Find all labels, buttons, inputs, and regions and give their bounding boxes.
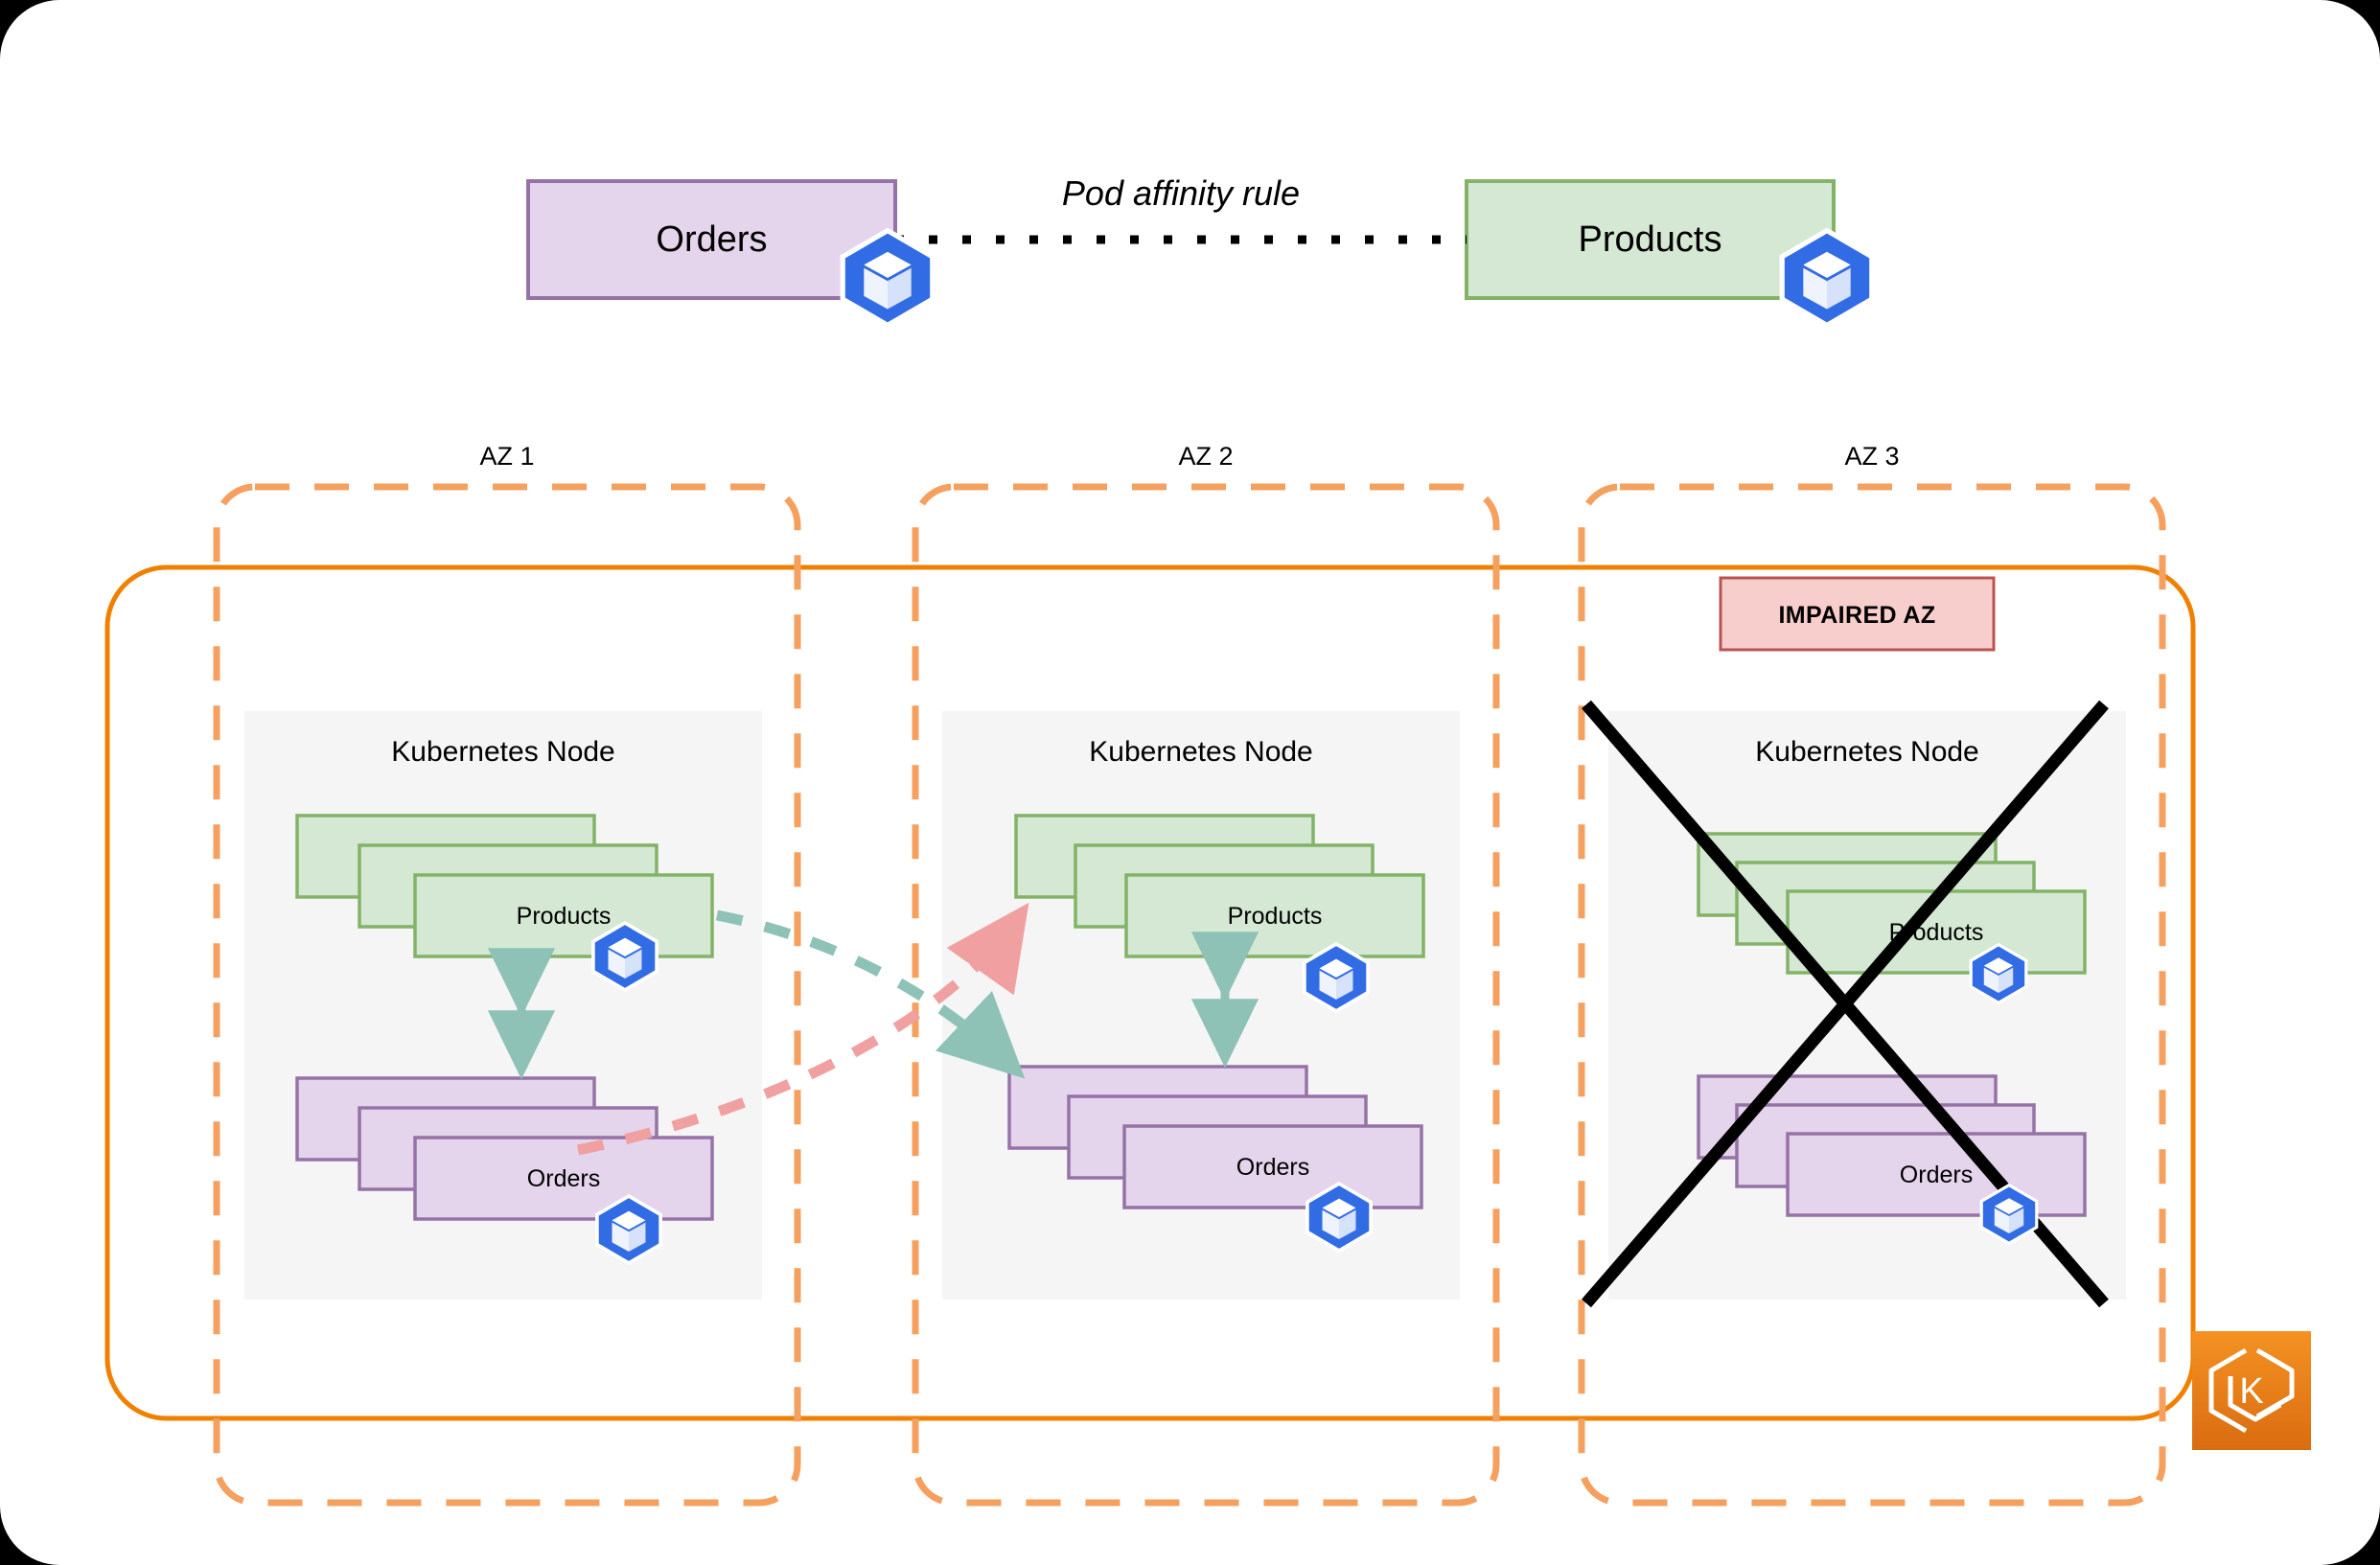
impaired-az-badge-box xyxy=(1719,576,1996,652)
az2-products-pod-stack xyxy=(1014,814,1425,958)
az2-node-label: Kubernetes Node xyxy=(1089,736,1313,768)
az1-boundary xyxy=(213,483,801,1507)
az2-boundary xyxy=(912,483,1500,1507)
az2-label: AZ 2 xyxy=(1178,442,1234,471)
az2-products-pod-label: Products xyxy=(1227,903,1323,930)
az2-node-box xyxy=(942,711,1460,1300)
az1-products-pod-label: Products xyxy=(516,903,612,930)
az1-products-pod-stack xyxy=(295,814,714,958)
az1-orders-pod-icon xyxy=(595,1193,662,1266)
svg-text:K: K xyxy=(2239,1371,2263,1412)
pod-affinity-rule-label: Pod affinity rule xyxy=(1061,173,1301,213)
az3-orders-pod-icon xyxy=(1979,1183,2039,1246)
kubernetes-hex-k-logo-icon: K xyxy=(2192,1331,2311,1450)
products-service-label: Products xyxy=(1578,219,1722,260)
orders-cross-az-arrow xyxy=(576,902,1029,1156)
az1-orders-pod-stack xyxy=(295,1076,714,1221)
az1-orders-pod-label: Orders xyxy=(526,1165,601,1192)
az3-boundary xyxy=(1578,483,2166,1507)
cluster-boundary xyxy=(104,564,2196,1421)
az2-products-pod-icon xyxy=(1303,941,1370,1014)
orders-service-pod-icon xyxy=(840,227,936,329)
impaired-az-badge-label: IMPAIRED AZ xyxy=(1778,602,1936,629)
az1-products-pod-icon xyxy=(591,920,659,993)
az3-label: AZ 3 xyxy=(1844,442,1900,471)
products-cross-az-arrow xyxy=(715,909,1026,1079)
orders-service-label: Orders xyxy=(656,219,768,260)
az2-orders-pod-icon xyxy=(1306,1181,1373,1254)
az1-node-label: Kubernetes Node xyxy=(391,736,615,768)
az3-products-pod-label: Products xyxy=(1888,919,1984,946)
az1-label: AZ 1 xyxy=(479,442,535,471)
az3-node-label: Kubernetes Node xyxy=(1755,736,1979,768)
az3-products-pod-icon xyxy=(1969,942,2028,1005)
az3-orders-pod-label: Orders xyxy=(1899,1162,1974,1188)
products-service-pod-icon xyxy=(1779,227,1875,329)
az2-orders-pod-label: Orders xyxy=(1236,1154,1310,1181)
az2-orders-pod-stack xyxy=(1007,1065,1423,1209)
